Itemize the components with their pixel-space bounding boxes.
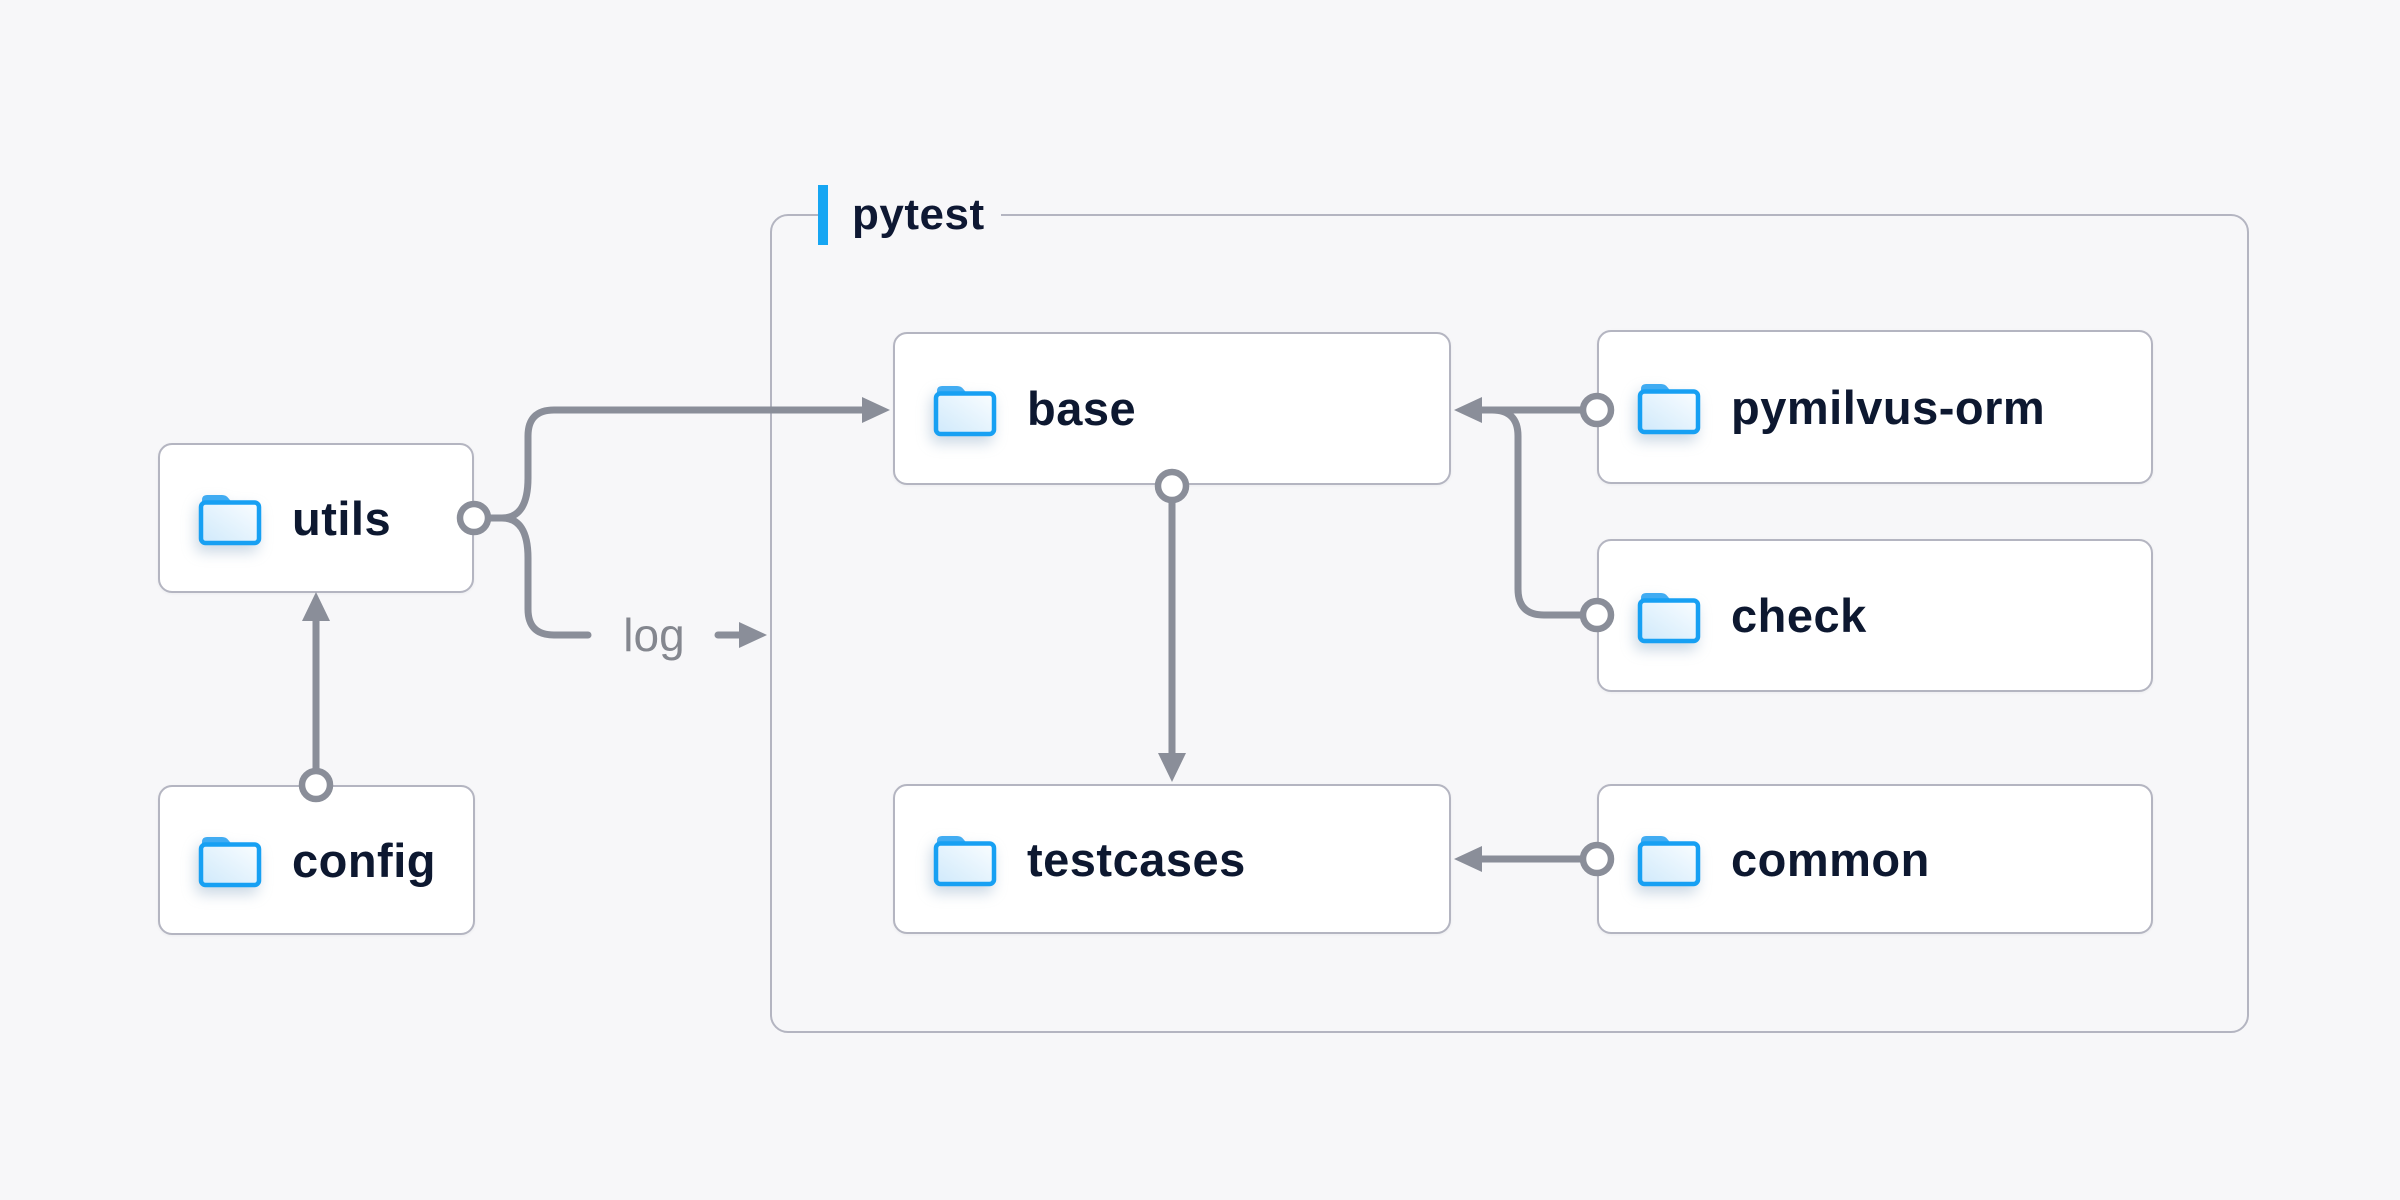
accent-bar-icon [818, 185, 828, 245]
folder-icon [198, 490, 262, 546]
folder-icon [198, 832, 262, 888]
folder-icon [1637, 831, 1701, 887]
pytest-group-label-text: pytest [852, 190, 985, 239]
folder-node-common[interactable]: common [1597, 784, 2153, 934]
folder-node-testcases[interactable]: testcases [893, 784, 1451, 934]
folder-node-base[interactable]: base [893, 332, 1451, 485]
folder-node-check[interactable]: check [1597, 539, 2153, 692]
folder-label: check [1731, 589, 1867, 642]
folder-label: pymilvus-orm [1731, 380, 2046, 434]
folder-icon [1637, 379, 1701, 435]
folder-icon [933, 831, 997, 887]
folder-label: base [1027, 382, 1137, 435]
folder-label: config [292, 833, 436, 887]
pytest-group-label: pytest [818, 183, 1001, 247]
folder-icon [933, 381, 997, 437]
pytest-group-container [770, 214, 2249, 1033]
folder-node-pymilvus-orm[interactable]: pymilvus-orm [1597, 330, 2153, 484]
folder-label: testcases [1027, 832, 1246, 886]
folder-node-utils[interactable]: utils [158, 443, 474, 593]
edge-config-to-utils [298, 592, 334, 803]
folder-label: utils [292, 491, 392, 545]
folder-node-config[interactable]: config [158, 785, 475, 935]
folder-label: common [1731, 832, 1930, 886]
folder-icon [1637, 588, 1701, 644]
edge-label-log: log [623, 609, 685, 661]
